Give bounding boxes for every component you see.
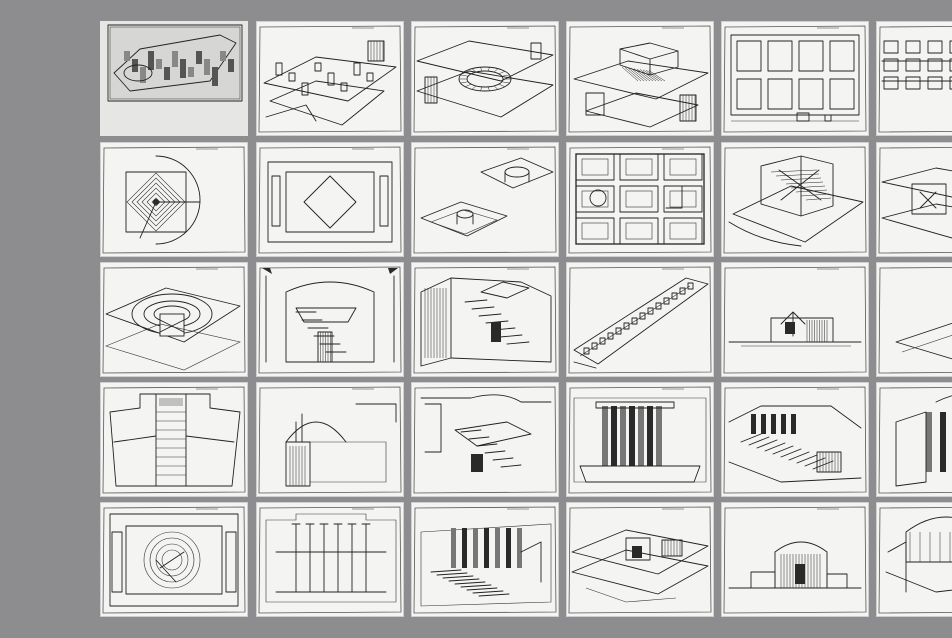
drawing-sheet-aerial-site-photo	[100, 21, 248, 136]
drawing-sheet-elevation-vault-pavilion	[721, 502, 869, 617]
drawing-sheet-section-stair-cave	[411, 382, 559, 497]
drawing-sheet-isometric-ring-pavilion	[411, 142, 559, 257]
elevation-vault-pavilion-drawing	[723, 506, 867, 614]
plan-grid-blocks-drawing	[723, 25, 867, 133]
spiral-plan-drawing	[102, 146, 246, 254]
section-low-pavilion-drawing	[723, 266, 867, 374]
drawing-sheet-section-cave-stairs	[256, 262, 404, 377]
isometric-partial-walls-drawing	[878, 147, 952, 254]
section-tower-cave-drawing	[102, 386, 246, 494]
drawing-sheet-isometric-arena-ring	[100, 262, 248, 377]
drawing-sheet-isometric-partial-vault	[876, 502, 952, 617]
isometric-ramp-block-drawing	[723, 146, 867, 254]
isometric-partial-ring-drawing	[878, 267, 952, 374]
isometric-ring-pavilion-drawing	[413, 146, 557, 254]
drawing-sheet-section-low-pavilion	[721, 262, 869, 377]
section-colonnade-drawing	[568, 386, 712, 494]
drawing-sheet-labyrinth-plan	[100, 502, 248, 617]
drawing-sheet-isometric-stair-cut	[411, 262, 559, 377]
isometric-arena-drawing	[413, 25, 557, 133]
drawing-sheet-isometric-site-plan	[256, 21, 404, 136]
isometric-site-plan-drawing	[258, 25, 402, 133]
section-dome-hall-drawing	[258, 386, 402, 494]
isometric-partial-colonnade-drawing	[878, 387, 952, 494]
drawing-sheet-section-tower-cave	[100, 382, 248, 497]
sheet-grid	[100, 21, 952, 617]
labyrinth-plan-drawing	[102, 506, 246, 614]
drawing-sheet-isometric-long-strip	[566, 262, 714, 377]
drawing-sheet-isometric-partial-colonnade	[876, 382, 952, 497]
plan-grid-partial-drawing	[878, 26, 952, 133]
elevation-columns-drawing	[258, 506, 402, 614]
drawing-sheet-isometric-ramp-block	[721, 142, 869, 257]
drawing-sheet-isometric-courtyard	[566, 502, 714, 617]
drawing-sheet-section-dome-hall	[256, 382, 404, 497]
isometric-column-hall-drawing	[413, 506, 557, 614]
drawing-sheet-isometric-partial-ring	[876, 262, 952, 377]
drawing-sheet-isometric-block-stage	[566, 21, 714, 136]
isometric-courtyard-drawing	[568, 506, 712, 614]
drawing-sheet-isometric-stepped-terrace	[721, 382, 869, 497]
isometric-arena-ring-drawing	[102, 266, 246, 374]
isometric-stair-cut-drawing	[413, 266, 557, 374]
isometric-long-strip-drawing	[568, 266, 712, 374]
drawing-sheet-plan-grid-blocks	[721, 21, 869, 136]
drawing-sheet-elevation-columns	[256, 502, 404, 617]
section-stair-cave-drawing	[413, 386, 557, 494]
drawing-sheet-section-colonnade	[566, 382, 714, 497]
drawing-sheet-isometric-partial-walls	[876, 142, 952, 257]
aerial-site-photo-drawing	[100, 21, 248, 136]
drawing-sheet-square-frame-plan	[256, 142, 404, 257]
section-cave-stairs-drawing	[258, 266, 402, 374]
isometric-partial-vault-drawing	[878, 507, 952, 614]
drawing-sheet-plan-nine-squares	[566, 142, 714, 257]
drawing-sheet-plan-grid-partial	[876, 21, 952, 136]
drawing-sheet-isometric-arena	[411, 21, 559, 136]
square-frame-plan-drawing	[258, 146, 402, 254]
drawing-sheet-spiral-plan	[100, 142, 248, 257]
plan-nine-squares-drawing	[568, 146, 712, 254]
drawing-sheet-isometric-column-hall	[411, 502, 559, 617]
isometric-block-stage-drawing	[568, 25, 712, 133]
isometric-stepped-terrace-drawing	[723, 386, 867, 494]
